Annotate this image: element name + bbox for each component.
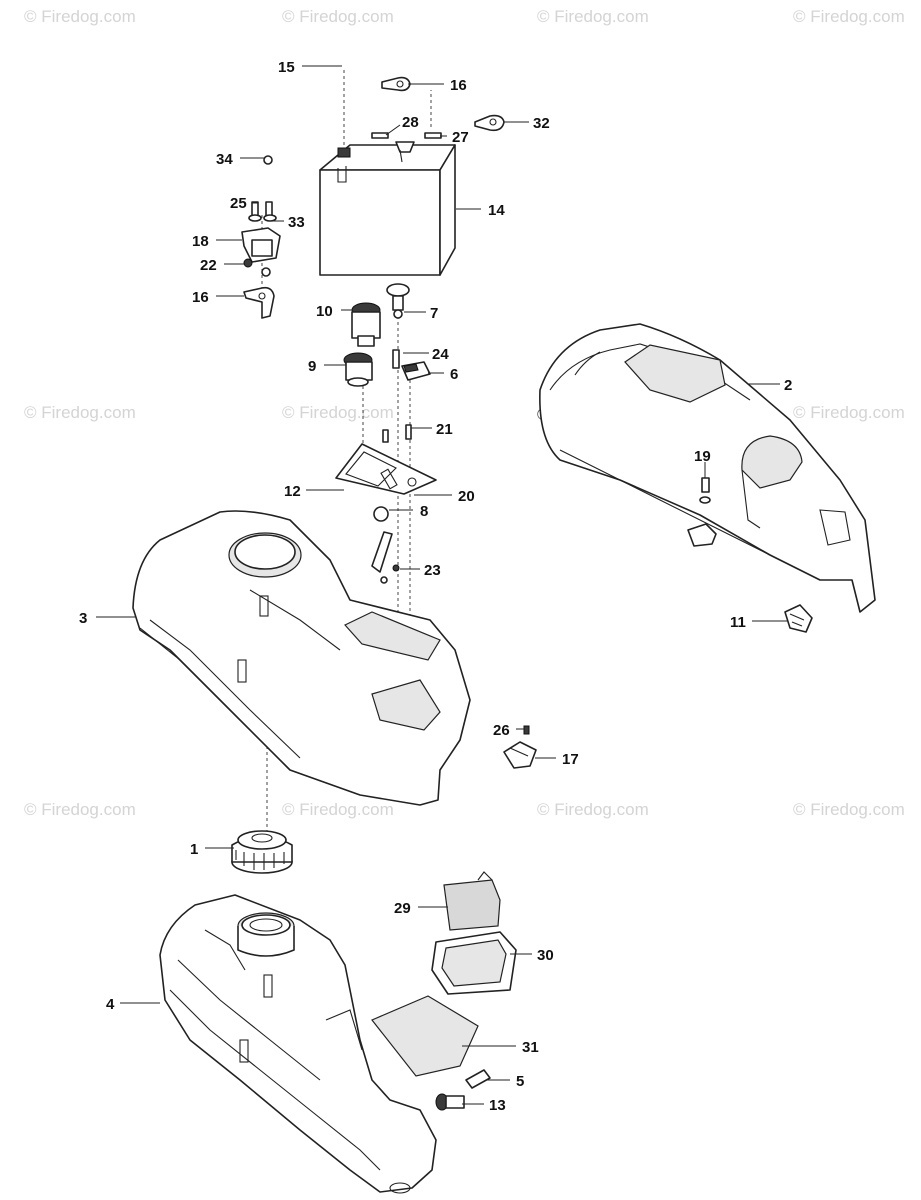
callout-18[interactable]: 18 — [192, 233, 209, 250]
link-part[interactable] — [371, 506, 393, 584]
callout-20[interactable]: 20 — [458, 488, 475, 505]
watermark: © Firedog.com — [24, 800, 136, 819]
terminal-clamp-part[interactable] — [381, 76, 411, 92]
fuel-cap-part[interactable] — [231, 830, 293, 874]
relay-assembly-part[interactable] — [241, 201, 281, 319]
gasket-part[interactable] — [431, 931, 517, 995]
callout-22[interactable]: 22 — [200, 257, 217, 274]
callout-labels: 15 16 32 28 27 34 14 25 33 18 22 16 10 7… — [79, 59, 792, 1114]
front-hood-part[interactable] — [132, 510, 471, 806]
callout-13[interactable]: 13 — [489, 1097, 506, 1114]
callout-2[interactable]: 2 — [784, 377, 792, 394]
callout-15[interactable]: 15 — [278, 59, 295, 76]
callout-4[interactable]: 4 — [106, 996, 115, 1013]
terminal-part[interactable] — [474, 114, 505, 132]
lid-part[interactable] — [443, 871, 501, 931]
callout-34[interactable]: 34 — [216, 151, 233, 168]
callout-3[interactable]: 3 — [79, 610, 87, 627]
fuel-tank-part[interactable] — [159, 894, 437, 1194]
watermark: © Firedog.com — [282, 403, 394, 422]
callout-16-top[interactable]: 16 — [450, 77, 467, 94]
knob-part[interactable] — [386, 283, 410, 319]
throttle-part[interactable] — [343, 352, 373, 387]
callout-19[interactable]: 19 — [694, 448, 711, 465]
callout-25[interactable]: 25 — [230, 195, 247, 212]
ignition-switch-part[interactable] — [351, 302, 381, 347]
callout-26[interactable]: 26 — [493, 722, 510, 739]
watermark: © Firedog.com — [793, 800, 905, 819]
callout-5[interactable]: 5 — [516, 1073, 524, 1090]
watermark: © Firedog.com — [793, 7, 905, 26]
mounting-plate-part[interactable] — [335, 443, 437, 495]
callout-10[interactable]: 10 — [316, 303, 333, 320]
screw-part-21[interactable] — [382, 424, 412, 443]
safety-switch-part[interactable] — [503, 725, 537, 769]
nut-part-23[interactable] — [392, 564, 400, 572]
callout-1[interactable]: 1 — [190, 841, 198, 858]
bolt-part-19[interactable] — [699, 477, 711, 504]
fuel-fitting-part[interactable] — [465, 1069, 491, 1089]
watermark: © Firedog.com — [24, 7, 136, 26]
callout-31[interactable]: 31 — [522, 1039, 539, 1056]
callout-27[interactable]: 27 — [452, 129, 469, 146]
grommet-part[interactable] — [435, 1093, 465, 1111]
callout-24[interactable]: 24 — [432, 346, 449, 363]
callout-29[interactable]: 29 — [394, 900, 411, 917]
screw-part[interactable] — [392, 349, 400, 369]
callout-14[interactable]: 14 — [488, 202, 505, 219]
battery-part[interactable] — [319, 141, 456, 276]
switch-part[interactable] — [401, 361, 431, 381]
leader-lines — [96, 65, 788, 1105]
callout-11[interactable]: 11 — [730, 614, 746, 631]
callout-16-side[interactable]: 16 — [192, 289, 209, 306]
watermark-layer: © Firedog.com © Firedog.com © Firedog.co… — [24, 7, 905, 819]
rear-hood-part[interactable] — [539, 323, 876, 613]
connector-part[interactable] — [784, 604, 813, 633]
callout-30[interactable]: 30 — [537, 947, 554, 964]
shield-part[interactable] — [371, 995, 479, 1077]
watermark: © Firedog.com — [282, 800, 394, 819]
terminal-bolt-part[interactable] — [371, 132, 442, 139]
watermark: © Firedog.com — [282, 7, 394, 26]
callout-23[interactable]: 23 — [424, 562, 441, 579]
callout-9[interactable]: 9 — [308, 358, 316, 375]
callout-7[interactable]: 7 — [430, 305, 438, 322]
callout-21[interactable]: 21 — [436, 421, 453, 438]
callout-33[interactable]: 33 — [288, 214, 305, 231]
callout-28[interactable]: 28 — [402, 114, 419, 131]
callout-17[interactable]: 17 — [562, 751, 579, 768]
watermark: © Firedog.com — [793, 403, 905, 422]
callout-8[interactable]: 8 — [420, 503, 428, 520]
watermark: © Firedog.com — [24, 403, 136, 422]
callout-12[interactable]: 12 — [284, 483, 301, 500]
nut-part[interactable] — [263, 155, 273, 165]
callout-32[interactable]: 32 — [533, 115, 550, 132]
watermark: © Firedog.com — [537, 7, 649, 26]
watermark: © Firedog.com — [537, 800, 649, 819]
callout-6[interactable]: 6 — [450, 366, 458, 383]
battery-cable-part[interactable] — [341, 11, 434, 91]
